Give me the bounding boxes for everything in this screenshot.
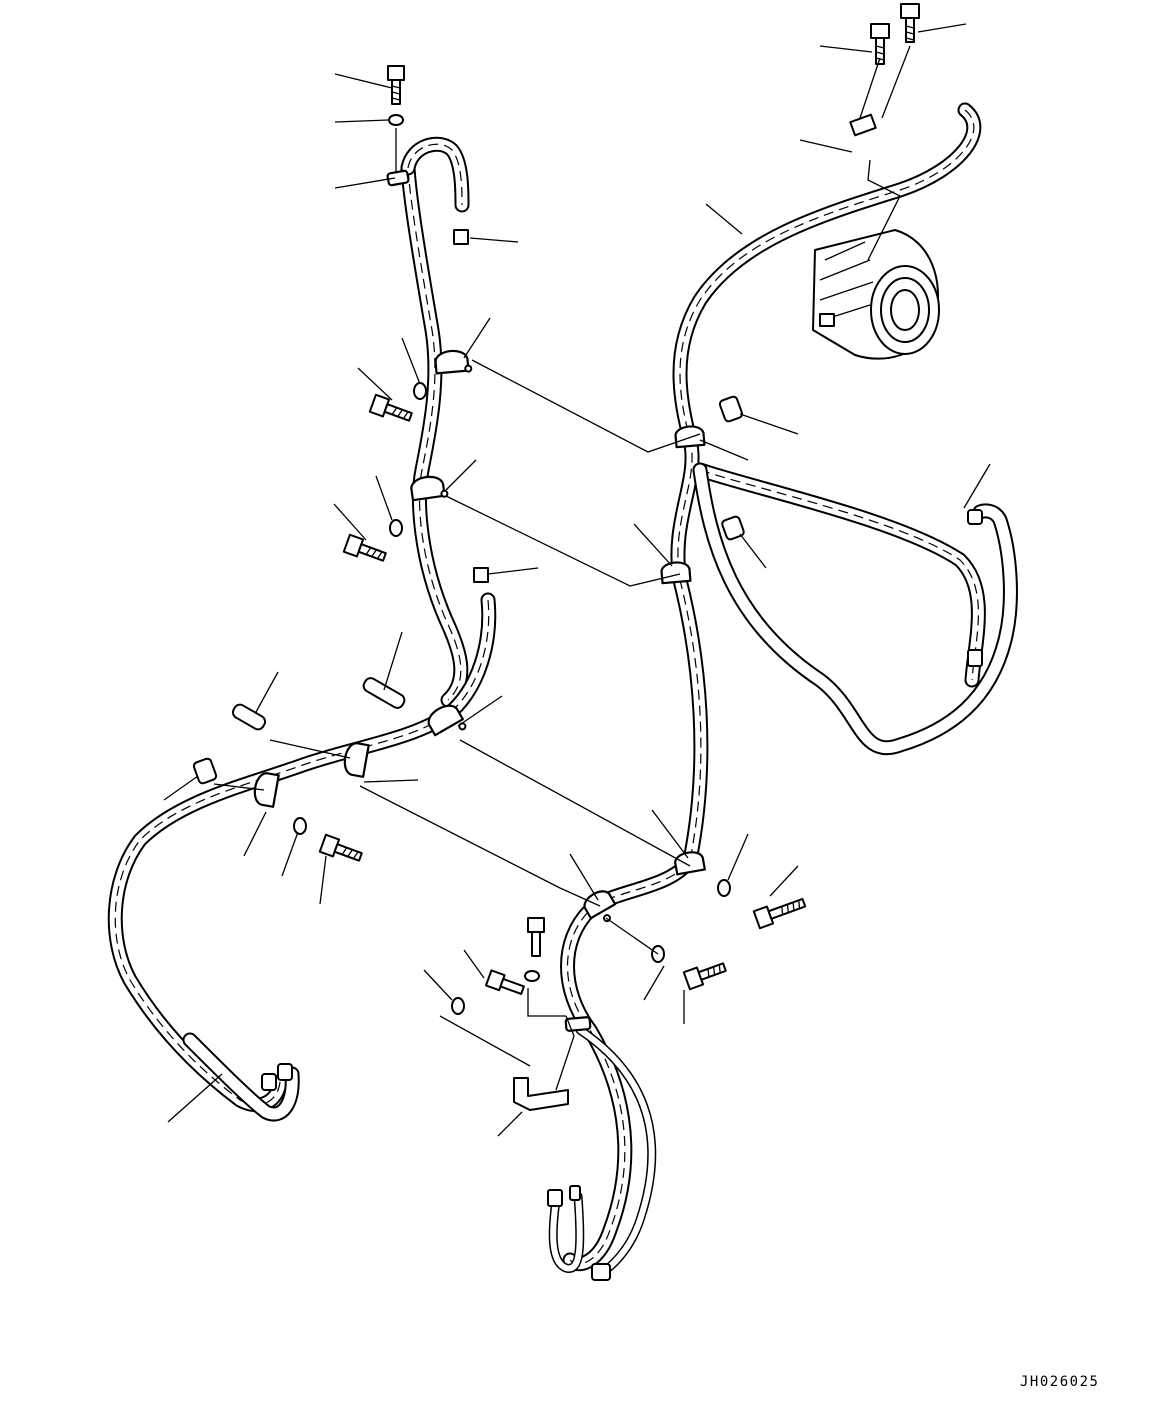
hose-clamp (434, 349, 473, 375)
fitting-icon (569, 1185, 581, 1201)
right-loop-hose (692, 462, 1018, 755)
hose-clamp (427, 704, 467, 737)
bolt-icon (682, 962, 727, 991)
hose-clamp (343, 742, 370, 778)
bolt-icon (752, 897, 807, 930)
sleeve-icon (362, 677, 406, 709)
sleeve-icon (192, 757, 218, 785)
washer-icon (388, 114, 404, 126)
hose-clamp (660, 561, 692, 585)
fitting-icon (261, 1073, 277, 1091)
bolt-icon (900, 3, 920, 43)
bolt-icon (342, 533, 387, 562)
washer-icon (413, 382, 427, 400)
fitting-icon (591, 1263, 611, 1281)
sleeve-icon (718, 395, 744, 423)
bolt-icon (484, 969, 525, 995)
bolt-icon (527, 917, 545, 957)
bracket-icon (513, 1077, 569, 1111)
bolt-icon (368, 393, 413, 422)
bolt-icon (318, 833, 363, 862)
hose-clamp (674, 425, 706, 449)
hose-clamp (410, 475, 449, 502)
central-hose (548, 102, 982, 1280)
leader-line-group (163, 23, 991, 1137)
fitting-icon (967, 509, 983, 525)
cap-icon (473, 567, 489, 583)
drawing-code: JH026025 (1020, 1374, 1100, 1390)
fitting-group (261, 113, 983, 1281)
washer-icon (451, 997, 465, 1015)
bolt-icon (870, 23, 890, 65)
bolt-icon (387, 65, 405, 105)
sleeve-icon (721, 515, 745, 541)
clamp-group (253, 169, 706, 1032)
hose-clamp (583, 890, 617, 923)
cap-icon (453, 229, 469, 245)
fitting-icon (547, 1189, 563, 1207)
compressor (812, 229, 940, 360)
hose-clamp (253, 772, 280, 808)
washer-icon (389, 519, 403, 537)
fastener-group (192, 3, 920, 1111)
fitting-icon (849, 113, 877, 137)
fitting-icon (277, 1063, 293, 1081)
hose-clamp (386, 169, 410, 187)
washer-icon (293, 817, 307, 835)
washer-icon (524, 970, 540, 982)
hose-clamp (674, 851, 706, 876)
upper-left-hose (400, 136, 470, 708)
washer-icon (717, 879, 731, 897)
fitting-icon (967, 649, 983, 667)
sleeve-icon (231, 703, 267, 731)
hose-clamp (564, 1016, 592, 1032)
lower-left-hose (107, 592, 497, 1122)
